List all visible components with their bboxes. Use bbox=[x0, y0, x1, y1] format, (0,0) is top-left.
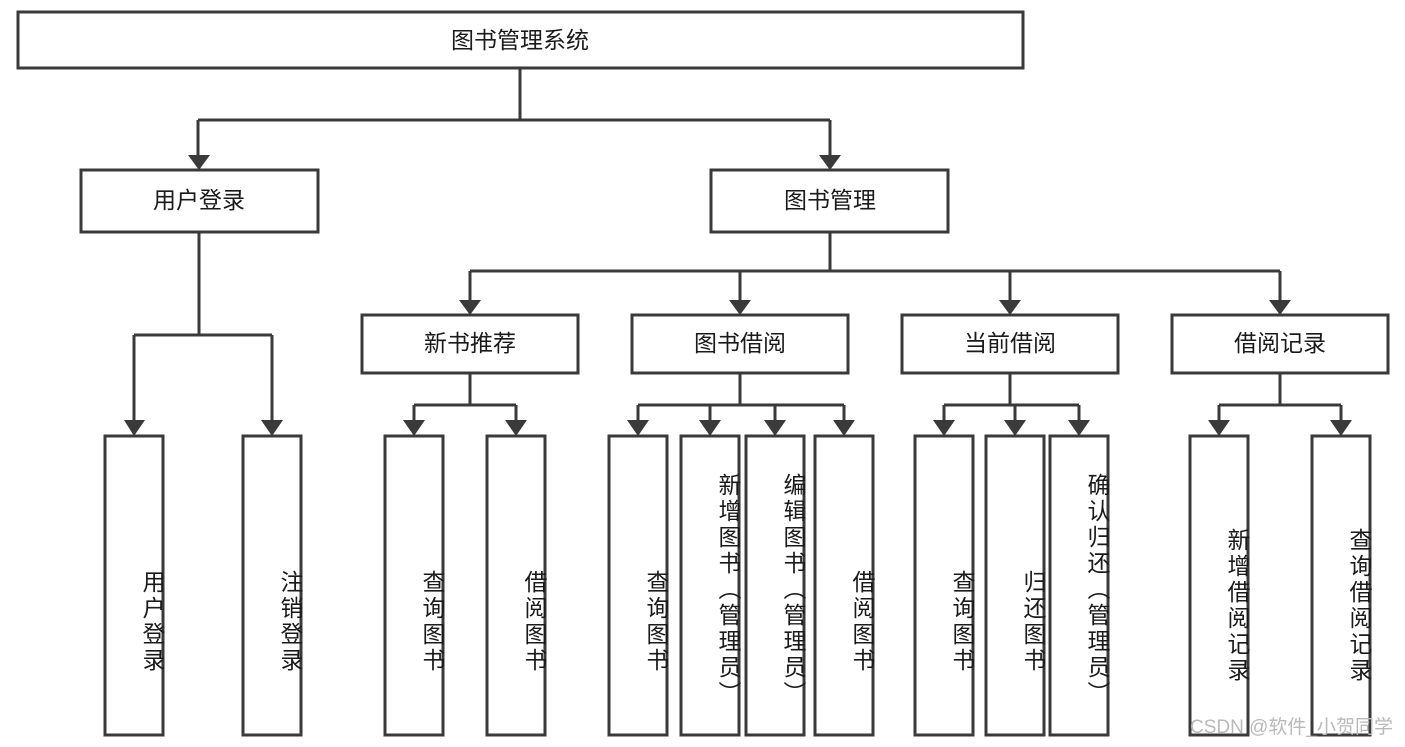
node-book-borrow[interactable]: 图书借阅 bbox=[630, 313, 850, 375]
arrowhead-user-login bbox=[188, 155, 210, 170]
arrowhead-current-borrow bbox=[999, 300, 1021, 315]
watermark-text: CSDN @软件_小贺同学 bbox=[1190, 717, 1393, 738]
connectors-borrow-record-to-leaves bbox=[1208, 373, 1352, 436]
arrowhead-leaf-add-record bbox=[1208, 420, 1230, 436]
node-book-borrow-box[interactable] bbox=[630, 313, 850, 375]
node-book-management-label: 图书管理 bbox=[784, 187, 876, 213]
node-current-borrow[interactable]: 当前借阅 bbox=[900, 313, 1120, 375]
node-leaf-query-record-box[interactable] bbox=[1310, 434, 1372, 737]
node-user-login-label: 用户登录 bbox=[153, 187, 245, 213]
node-root[interactable]: 图书管理系统 bbox=[16, 10, 1025, 70]
node-user-login-box[interactable] bbox=[79, 168, 320, 234]
arrowhead-leaf-borrow-book-1 bbox=[505, 420, 527, 436]
connectors-book-borrow-to-leaves bbox=[627, 373, 855, 436]
node-leaf-add-book-box[interactable] bbox=[679, 434, 741, 737]
node-root-label: 图书管理系统 bbox=[451, 27, 589, 53]
arrowhead-leaf-query-book-1 bbox=[403, 420, 425, 436]
node-leaf-add-record-box[interactable] bbox=[1188, 434, 1250, 737]
node-new-book-recommend-box[interactable] bbox=[360, 313, 580, 375]
connectors-root-to-level2 bbox=[188, 68, 841, 170]
node-new-book-recommend[interactable]: 新书推荐 bbox=[360, 313, 580, 375]
node-leaf-query-book-3-box[interactable] bbox=[913, 434, 975, 737]
node-user-login[interactable]: 用户登录 bbox=[79, 168, 320, 234]
node-leaf-return-book-box[interactable] bbox=[984, 434, 1046, 737]
node-new-book-recommend-label: 新书推荐 bbox=[424, 330, 516, 356]
connectors-current-borrow-to-leaves bbox=[933, 373, 1090, 436]
arrowhead-leaf-confirm-return bbox=[1068, 420, 1090, 436]
arrowhead-borrow-record bbox=[1269, 300, 1291, 315]
node-leaf-confirm-return-box[interactable] bbox=[1048, 434, 1110, 737]
arrowhead-leaf-user-logout bbox=[261, 420, 283, 436]
arrowhead-leaf-edit-book bbox=[764, 420, 786, 436]
node-borrow-record-label: 借阅记录 bbox=[1234, 330, 1326, 356]
node-borrow-record-box[interactable] bbox=[1170, 313, 1390, 375]
node-book-management-box[interactable] bbox=[709, 168, 950, 234]
arrowhead-leaf-query-record bbox=[1330, 420, 1352, 436]
node-leaf-query-book-2-box[interactable] bbox=[607, 434, 669, 737]
arrowhead-leaf-query-book-3 bbox=[933, 420, 955, 436]
node-current-borrow-label: 当前借阅 bbox=[964, 330, 1056, 356]
node-leaf-borrow-book-1-box[interactable] bbox=[485, 434, 547, 737]
arrowhead-leaf-query-book-2 bbox=[627, 420, 649, 436]
node-leaf-borrow-book-2-box[interactable] bbox=[813, 434, 875, 737]
node-book-management[interactable]: 图书管理 bbox=[709, 168, 950, 234]
arrowhead-book-management bbox=[819, 155, 841, 170]
connectors-user-login-to-leaves bbox=[124, 232, 283, 436]
node-leaf-user-login-box[interactable] bbox=[103, 434, 165, 737]
arrowhead-leaf-add-book bbox=[699, 420, 721, 436]
arrowhead-book-borrow bbox=[729, 300, 751, 315]
node-current-borrow-box[interactable] bbox=[900, 313, 1120, 375]
connectors-new-book-recommend-to-leaves bbox=[403, 373, 527, 436]
node-root-box[interactable] bbox=[16, 10, 1025, 70]
leaf-boxes bbox=[103, 434, 1372, 737]
node-leaf-edit-book-box[interactable] bbox=[744, 434, 806, 737]
node-book-borrow-label: 图书借阅 bbox=[694, 330, 786, 356]
arrowhead-new-book-recommend bbox=[459, 300, 481, 315]
arrowhead-leaf-return-book bbox=[1004, 420, 1026, 436]
node-borrow-record[interactable]: 借阅记录 bbox=[1170, 313, 1390, 375]
arrowhead-leaf-user-login bbox=[124, 420, 145, 436]
node-leaf-query-book-1-box[interactable] bbox=[383, 434, 445, 737]
node-leaf-user-logout-box[interactable] bbox=[241, 434, 303, 737]
connectors-book-management-to-level3 bbox=[459, 232, 1291, 315]
arrowhead-leaf-borrow-book-2 bbox=[833, 420, 855, 436]
